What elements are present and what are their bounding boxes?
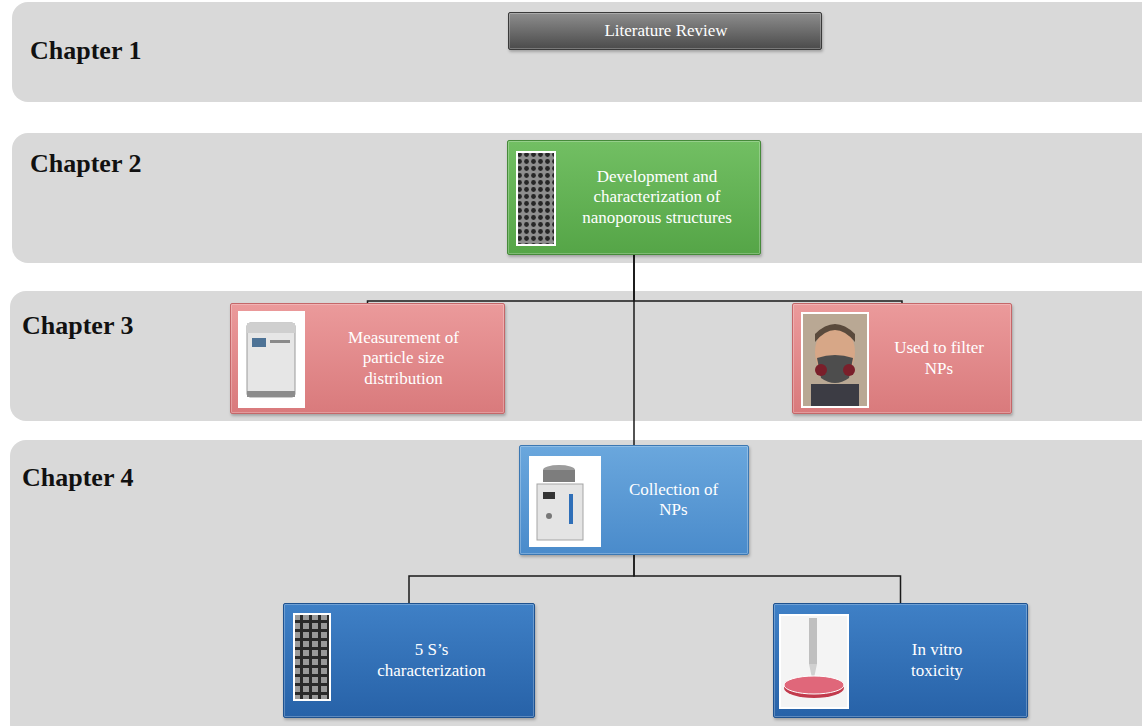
picture-part: [815, 364, 827, 376]
picture-part: [537, 484, 583, 540]
box-picture: [779, 614, 849, 709]
box-picture: [516, 151, 556, 246]
connector-line: [634, 255, 902, 303]
chapter-band: Chapter 2 Development and characterizatio…: [12, 133, 1142, 263]
connector-line: [409, 555, 634, 603]
process-box: Development and characterization of nano…: [507, 140, 761, 255]
picture-part: [843, 364, 855, 376]
box-label: Collection of NPs: [626, 480, 721, 521]
chapter-band: Chapter 3 Measurement of particle size di…: [10, 291, 1142, 421]
box-picture: [529, 456, 601, 547]
box-label: Literature Review: [536, 21, 796, 41]
picture-part: [517, 152, 555, 245]
process-box: 5 S’s characterization: [283, 603, 535, 718]
picture-part: [530, 457, 600, 546]
picture-part: [802, 313, 868, 407]
text-area: Development and characterization of nano…: [560, 141, 754, 254]
picture-part: [780, 615, 848, 708]
box-picture: [801, 312, 869, 408]
box-label: Measurement of particle size distributio…: [341, 328, 466, 389]
picture-part: [543, 492, 555, 499]
box-label: Used to filter NPs: [894, 338, 984, 379]
chapter-heading: Chapter 1: [30, 35, 141, 66]
chapter-heading: Chapter 4: [22, 462, 133, 493]
text-area: Collection of NPs: [605, 446, 742, 554]
picture-part: [247, 323, 295, 333]
picture-part: [543, 470, 575, 482]
chapter-heading: Chapter 3: [22, 310, 133, 341]
picture-part: [815, 324, 855, 342]
process-box: Collection of NPs: [519, 445, 749, 555]
process-box: Measurement of particle size distributio…: [230, 303, 505, 414]
connector-line: [368, 255, 635, 303]
process-box: Literature Review: [508, 12, 822, 50]
chapter-band: Chapter 4 Collection of NPs 5 S’s characte…: [10, 440, 1142, 726]
picture-part: [239, 312, 304, 407]
connector-line: [633, 255, 635, 445]
picture-part: [247, 323, 295, 397]
picture-part: [252, 338, 266, 347]
text-area: Used to filter NPs: [873, 304, 1005, 413]
box-label: Development and characterization of nano…: [582, 167, 732, 228]
picture-part: [247, 391, 295, 397]
picture-part: [270, 340, 290, 343]
box-label: 5 S’s characterization: [364, 640, 499, 681]
text-area: Literature Review: [517, 13, 815, 49]
picture-part: [569, 494, 573, 524]
connector-line: [634, 555, 901, 603]
text-area: In vitro toxicity: [853, 604, 1021, 717]
box-picture: [293, 613, 331, 701]
picture-part: [811, 384, 859, 406]
chapter-heading: Chapter 2: [30, 148, 141, 179]
chapter-band: Chapter 1 Literature Review: [12, 2, 1142, 102]
process-box: In vitro toxicity: [773, 603, 1028, 718]
picture-part: [784, 676, 844, 694]
box-label: In vitro toxicity: [892, 640, 982, 681]
text-area: Measurement of particle size distributio…: [309, 304, 498, 413]
box-picture: [238, 311, 305, 408]
picture-part: [809, 618, 817, 664]
process-box: Used to filter NPs: [792, 303, 1012, 414]
picture-part: [294, 614, 330, 700]
picture-part: [546, 513, 552, 519]
text-area: 5 S’s characterization: [335, 604, 528, 717]
